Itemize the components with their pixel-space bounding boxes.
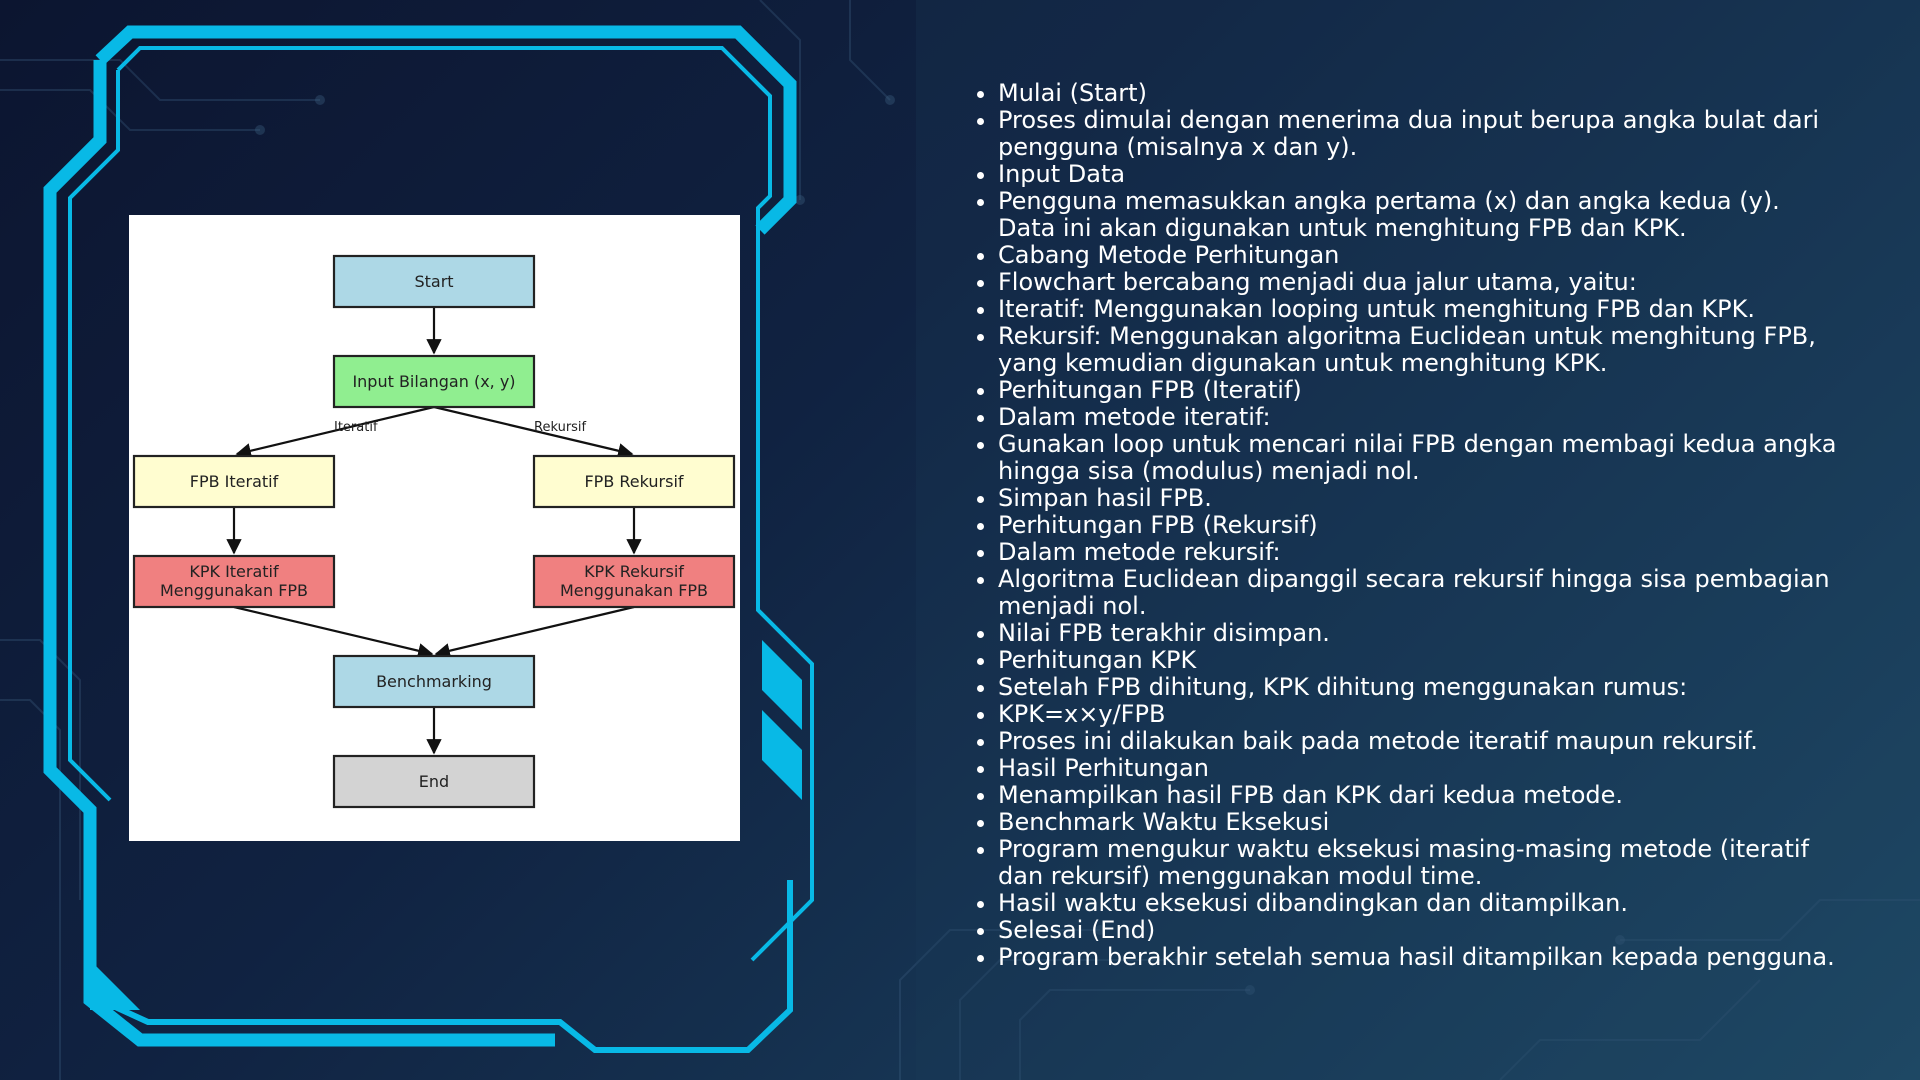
list-item: KPK=x×y/FPB <box>998 701 1838 728</box>
list-item: Dalam metode rekursif: <box>998 539 1838 566</box>
list-item: Dalam metode iteratif: <box>998 404 1838 431</box>
list-item: Benchmark Waktu Eksekusi <box>998 809 1838 836</box>
list-item: Proses ini dilakukan baik pada metode it… <box>998 728 1838 755</box>
svg-text:Input Bilangan (x, y): Input Bilangan (x, y) <box>352 372 515 391</box>
svg-text:Start: Start <box>414 272 453 291</box>
list-item: Algoritma Euclidean dipanggil secara rek… <box>998 566 1838 620</box>
list-item: Proses dimulai dengan menerima dua input… <box>998 107 1838 161</box>
list-item: Hasil waktu eksekusi dibandingkan dan di… <box>998 890 1838 917</box>
svg-text:KPK Iteratif: KPK Iteratif <box>189 562 279 581</box>
svg-text:Menggunakan FPB: Menggunakan FPB <box>160 581 308 600</box>
svg-text:Menggunakan FPB: Menggunakan FPB <box>560 581 708 600</box>
node-kpk-rekursif: KPK Rekursif Menggunakan FPB <box>532 554 736 609</box>
node-kpk-iteratif: KPK Iteratif Menggunakan FPB <box>132 554 336 609</box>
list-item: Menampilkan hasil FPB dan KPK dari kedua… <box>998 782 1838 809</box>
svg-text:Benchmarking: Benchmarking <box>376 672 492 691</box>
list-item: Input Data <box>998 161 1838 188</box>
list-item: Perhitungan FPB (Iteratif) <box>998 377 1838 404</box>
flowchart: Iteratif Rekursif Start Input Bilangan (… <box>132 254 736 809</box>
edge-label-iteratif: Iteratif <box>334 420 378 435</box>
list-item: Cabang Metode Perhitungan <box>998 242 1838 269</box>
list-item: Gunakan loop untuk mencari nilai FPB den… <box>998 431 1838 485</box>
list-item: Hasil Perhitungan <box>998 755 1838 782</box>
svg-text:KPK Rekursif: KPK Rekursif <box>584 562 684 581</box>
svg-text:FPB Rekursif: FPB Rekursif <box>584 472 683 491</box>
list-item: Flowchart bercabang menjadi dua jalur ut… <box>998 269 1838 296</box>
list-item: Setelah FPB dihitung, KPK dihitung mengg… <box>998 674 1838 701</box>
svg-text:FPB Iteratif: FPB Iteratif <box>190 472 279 491</box>
list-item: Program mengukur waktu eksekusi masing-m… <box>998 836 1838 890</box>
list-item: Program berakhir setelah semua hasil dit… <box>998 944 1838 971</box>
list-item: Perhitungan FPB (Rekursif) <box>998 512 1838 539</box>
list-item: Simpan hasil FPB. <box>998 485 1838 512</box>
edge-input-fpb-iteratif <box>235 405 435 459</box>
list-item: Pengguna memasukkan angka pertama (x) da… <box>998 188 1838 242</box>
node-end: End <box>332 754 536 809</box>
list-item: Nilai FPB terakhir disimpan. <box>998 620 1838 647</box>
list-item: Selesai (End) <box>998 917 1838 944</box>
list-item: Mulai (Start) <box>998 80 1838 107</box>
node-fpb-rekursif: FPB Rekursif <box>532 454 736 509</box>
edge-kpk-rekursif-benchmark <box>434 605 635 659</box>
flowchart-card: Iteratif Rekursif Start Input Bilangan (… <box>129 215 740 841</box>
edge-input-fpb-rekursif <box>433 405 634 459</box>
edge-label-rekursif: Rekursif <box>534 420 587 435</box>
node-input: Input Bilangan (x, y) <box>332 354 536 409</box>
list-item: Perhitungan KPK <box>998 647 1838 674</box>
node-start: Start <box>332 254 536 309</box>
svg-text:End: End <box>419 772 449 791</box>
node-benchmark: Benchmarking <box>332 654 536 709</box>
node-fpb-iteratif: FPB Iteratif <box>132 454 336 509</box>
list-item: Iteratif: Menggunakan looping untuk meng… <box>998 296 1838 323</box>
edge-kpk-iteratif-benchmark <box>233 605 434 659</box>
explanation-list: Mulai (Start)Proses dimulai dengan mener… <box>970 80 1838 971</box>
list-item: Rekursif: Menggunakan algoritma Euclidea… <box>998 323 1838 377</box>
